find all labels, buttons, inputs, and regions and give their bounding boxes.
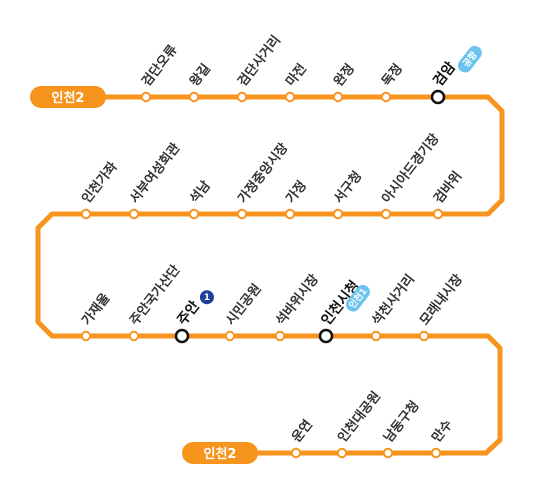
station-label-seokcheonsageori: 석천사거리 [369,271,418,328]
transfer-badge-juan: 1 [199,290,214,305]
station-seogu[interactable]: 서구청 [331,168,366,220]
station-juangukgasandan[interactable]: 주안국가산단 [127,262,184,342]
station-marker-moraenae[interactable] [418,330,430,342]
station-label-wanggil: 왕길 [187,61,214,89]
station-geomdansageori[interactable]: 검단사거리 [235,32,284,103]
station-seokcheonsageori[interactable]: 석천사거리 [369,271,418,342]
station-label-simingongwon: 시민공원 [223,281,265,329]
station-label-gajaeul: 가재울 [79,290,114,328]
station-label-unyeon: 운연 [289,417,316,445]
station-asiad[interactable]: 아시아드경기장 [379,131,443,220]
line-badge-start-bg [30,86,106,108]
station-label-seongnam: 석남 [187,178,214,207]
line-badge-start-label: 인천2 [52,90,85,106]
station-label-seogu: 서구청 [331,168,366,206]
station-namdonggucheong[interactable]: 남동구청 [381,398,423,459]
station-label-incheongrandpark: 인천대공원 [335,388,384,445]
line-badge-end-bg [182,442,258,464]
station-label-seobu: 서부여성회관 [127,140,184,206]
station-gajeongmarket[interactable]: 가정중앙시장 [235,140,292,220]
station-marker-seokbawimarket[interactable] [274,330,286,342]
station-marker-incheongrandpark[interactable] [336,447,348,459]
station-label-wanjeong: 완정 [331,61,358,90]
station-geomdanoryu[interactable]: 검단오류 [139,42,181,103]
station-label-dokjeong: 독정 [379,61,406,90]
transfer-badge-bg-incheoncityhall [346,284,370,312]
station-seobu[interactable]: 서부여성회관 [127,140,184,220]
station-marker-asiad[interactable] [380,208,392,220]
station-marker-incheongajwa[interactable] [80,208,92,220]
station-moraenae[interactable]: 모래내시장 [417,271,466,342]
station-marker-wanjeong[interactable] [332,91,344,103]
station-label-incheongajwa: 인천가좌 [79,159,121,207]
station-marker-geomdansageori[interactable] [236,91,248,103]
station-marker-gajeongmarket[interactable] [236,208,248,220]
station-marker-juan[interactable] [174,328,190,344]
station-label-geomdanoryu: 검단오류 [139,42,181,90]
station-label-juan: 주안 [174,298,203,329]
station-marker-gajaeul[interactable] [80,330,92,342]
station-label-gajeong: 가정 [283,178,310,207]
station-marker-wanggil[interactable] [188,91,200,103]
station-marker-seogu[interactable] [332,208,344,220]
transfer-badge-bg-geomam [458,45,482,73]
station-marker-geomdanoryu[interactable] [140,91,152,103]
station-marker-geomam[interactable] [430,89,446,105]
station-label-moraenae: 모래내시장 [417,271,466,328]
station-marker-namdonggucheong[interactable] [382,447,394,459]
transfer-badge-bg-juan [199,290,214,305]
station-seokbawimarket[interactable]: 석바위시장 [273,271,322,342]
station-marker-majeon[interactable] [284,91,296,103]
line-badge-end-label: 인천2 [204,446,237,462]
station-label-mansu: 만수 [429,417,456,446]
station-marker-seokcheonsageori[interactable] [370,330,382,342]
station-marker-unyeon[interactable] [290,447,302,459]
station-incheongajwa[interactable]: 인천가좌 [79,159,121,220]
station-label-geomam: 검암 [430,59,459,90]
station-marker-gajeong[interactable] [284,208,296,220]
station-label-geombawi: 검바위 [431,168,466,206]
station-label-namdonggucheong: 남동구청 [381,398,423,446]
station-marker-incheoncityhall[interactable] [318,328,334,344]
station-simingongwon[interactable]: 시민공원 [223,281,265,342]
station-incheongrandpark[interactable]: 인천대공원 [335,388,384,459]
station-geombawi[interactable]: 검바위 [431,168,466,220]
station-marker-geombawi[interactable] [432,208,444,220]
station-marker-dokjeong[interactable] [380,91,392,103]
station-marker-seobu[interactable] [128,208,140,220]
station-marker-simingongwon[interactable] [224,330,236,342]
transfer-badge-geomam: 공항 [458,45,482,73]
station-marker-juangukgasandan[interactable] [128,330,140,342]
line-badge-start: 인천2 [30,86,106,108]
transfer-badge-label-juan: 1 [204,293,210,303]
station-marker-mansu[interactable] [430,447,442,459]
line-route [35,94,505,456]
line-badge-end: 인천2 [182,442,258,464]
station-label-geomdansageori: 검단사거리 [235,32,284,89]
station-label-seokbawimarket: 석바위시장 [273,271,322,328]
station-label-majeon: 마전 [283,61,310,90]
station-marker-seongnam[interactable] [188,208,200,220]
station-gajaeul[interactable]: 가재울 [79,290,114,342]
